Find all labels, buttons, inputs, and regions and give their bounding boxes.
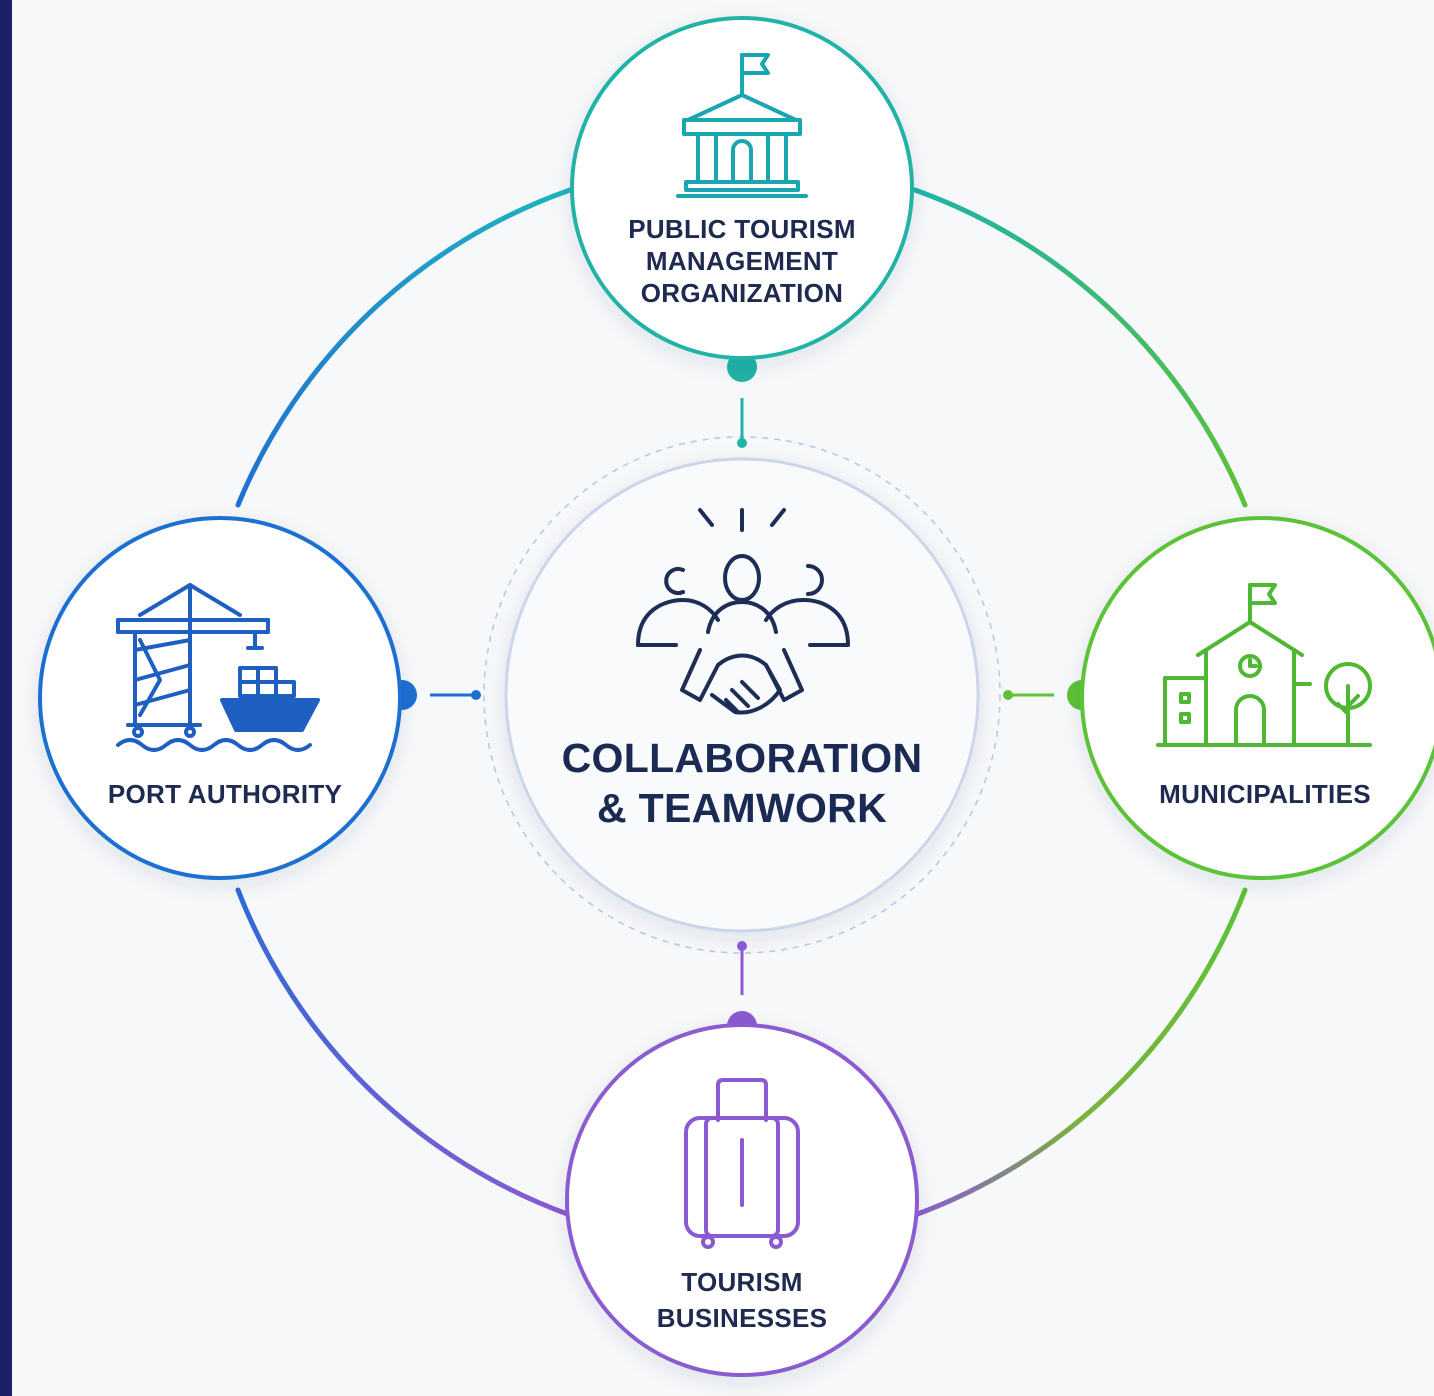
outer-ring-arc-bottom-left (235, 887, 573, 1218)
node-bottom-label-line2: BUSINESSES (656, 1303, 828, 1333)
node-right-label: MUNICIPALITIES (1125, 778, 1405, 810)
node-right-label-line1: MUNICIPALITIES (1159, 779, 1371, 809)
suitcase-icon (684, 1078, 800, 1249)
collaboration-handshake-icon (636, 508, 850, 715)
node-top-label-line2: MANAGEMENT (645, 246, 839, 276)
node-top-label: PUBLIC TOURISM MANAGEMENT ORGANIZATION (602, 213, 882, 309)
outer-ring-arc-top-right (912, 187, 1248, 508)
center-title-line2: & TEAMWORK (597, 785, 887, 831)
node-bottom-label-line1: TOURISM (681, 1267, 803, 1297)
node-bottom-label: TOURISM BUSINESSES (602, 1264, 882, 1336)
center-title-line1: COLLABORATION (561, 735, 923, 781)
outer-ring-arc-bottom-right (912, 887, 1248, 1218)
outer-ring (235, 187, 1248, 1218)
node-left-circle (38, 516, 402, 880)
node-left-label: PORT AUTHORITY (80, 778, 370, 810)
left-accent-bar (0, 0, 12, 1396)
government-building-icon (676, 53, 808, 198)
center-circle (504, 457, 980, 933)
node-top-label-line1: PUBLIC TOURISM (628, 214, 856, 244)
port-crane-ship-icon (116, 583, 320, 752)
connector-top (727, 352, 757, 448)
center-title: COLLABORATION & TEAMWORK (530, 733, 954, 833)
outer-ring-arc-top-left (235, 187, 573, 508)
node-top-label-line3: ORGANIZATION (640, 278, 844, 308)
town-hall-icon (1156, 583, 1372, 747)
node-left-label-line1: PORT AUTHORITY (107, 779, 343, 809)
